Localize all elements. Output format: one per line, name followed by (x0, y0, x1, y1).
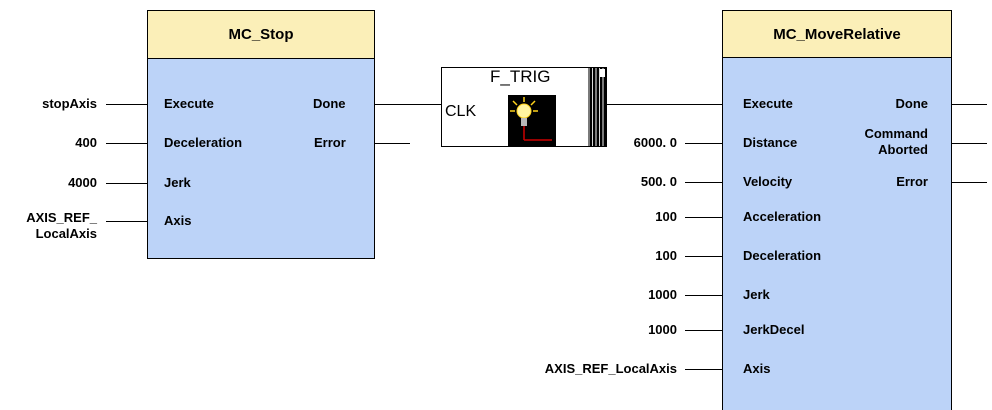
wire-stop-execute-in (106, 104, 147, 105)
mc-move-input-jerkdecel: JerkDecel (743, 322, 805, 337)
mc-stop-input-deceleration: Deceleration (164, 135, 243, 150)
mc-move-value-jerk: 1000 (648, 287, 677, 302)
mc-move-input-execute: Execute (743, 96, 793, 111)
mc-move-value-jerkdecel: 1000 (648, 322, 677, 337)
wire-move-distance-in (685, 143, 722, 144)
mc-stop-output-done: Done (313, 96, 346, 111)
mc-move-input-axis: Axis (743, 361, 771, 376)
f-trig-edge-stripes (588, 68, 606, 146)
wire-trig-out-to-execute (607, 104, 722, 105)
mc-stop-output-error: Error (314, 135, 346, 150)
mc-move-output-done: Done (895, 96, 929, 111)
wire-move-jerk-in (685, 295, 722, 296)
mc-stop-block[interactable]: MC_Stop (147, 10, 375, 259)
mc-stop-value-execute: stopAxis (42, 96, 97, 111)
wire-move-acceleration-in (685, 217, 722, 218)
mc-move-value-deceleration: 100 (655, 248, 677, 263)
wire-move-velocity-in (685, 182, 722, 183)
wire-stop-axis-in (106, 221, 147, 222)
wire-move-aborted-out (952, 143, 987, 144)
mc-stop-input-jerk: Jerk (164, 175, 191, 190)
mc-move-output-command-aborted: Command Aborted (864, 126, 928, 157)
f-trig-block[interactable]: F_TRIG CLK (441, 67, 607, 147)
mc-move-relative-block[interactable]: MC_MoveRelative (722, 10, 952, 410)
lightbulb-icon (508, 95, 556, 147)
mc-move-input-jerk: Jerk (743, 287, 770, 302)
mc-move-value-acceleration: 100 (655, 209, 677, 224)
mc-move-relative-body (723, 58, 951, 410)
mc-stop-body (148, 59, 374, 258)
mc-stop-value-deceleration: 400 (75, 135, 97, 150)
mc-stop-input-axis: Axis (164, 213, 192, 228)
wire-move-deceleration-in (685, 256, 722, 257)
wire-move-jerkdecel-in (685, 330, 722, 331)
mc-move-value-axis: AXIS_REF_LocalAxis (544, 361, 677, 376)
wire-stop-jerk-in (106, 183, 147, 184)
mc-move-value-distance: 6000. 0 (633, 135, 677, 150)
wire-move-axis-in (685, 369, 722, 370)
f-trig-clk-label: CLK (445, 103, 477, 120)
mc-move-value-velocity: 500. 0 (640, 174, 677, 189)
mc-move-input-acceleration: Acceleration (743, 209, 822, 224)
wire-stop-decel-in (106, 143, 147, 144)
mc-stop-value-jerk: 4000 (68, 175, 97, 190)
mc-move-relative-title: MC_MoveRelative (723, 11, 951, 58)
wire-move-done-out (952, 104, 987, 105)
f-trig-edge-cap (600, 69, 605, 77)
mc-stop-input-execute: Execute (164, 96, 214, 111)
mc-stop-value-axis: AXIS_REF_ LocalAxis (26, 210, 97, 241)
mc-move-input-deceleration: Deceleration (743, 248, 822, 263)
mc-move-input-distance: Distance (743, 135, 798, 150)
wire-move-error-out (952, 182, 987, 183)
mc-move-input-velocity: Velocity (743, 174, 793, 189)
wire-stop-done-to-clk (375, 104, 441, 105)
wire-stop-error-out (375, 143, 410, 144)
mc-stop-title: MC_Stop (148, 11, 374, 59)
mc-move-output-error: Error (896, 174, 928, 189)
f-trig-title: F_TRIG (490, 67, 551, 86)
